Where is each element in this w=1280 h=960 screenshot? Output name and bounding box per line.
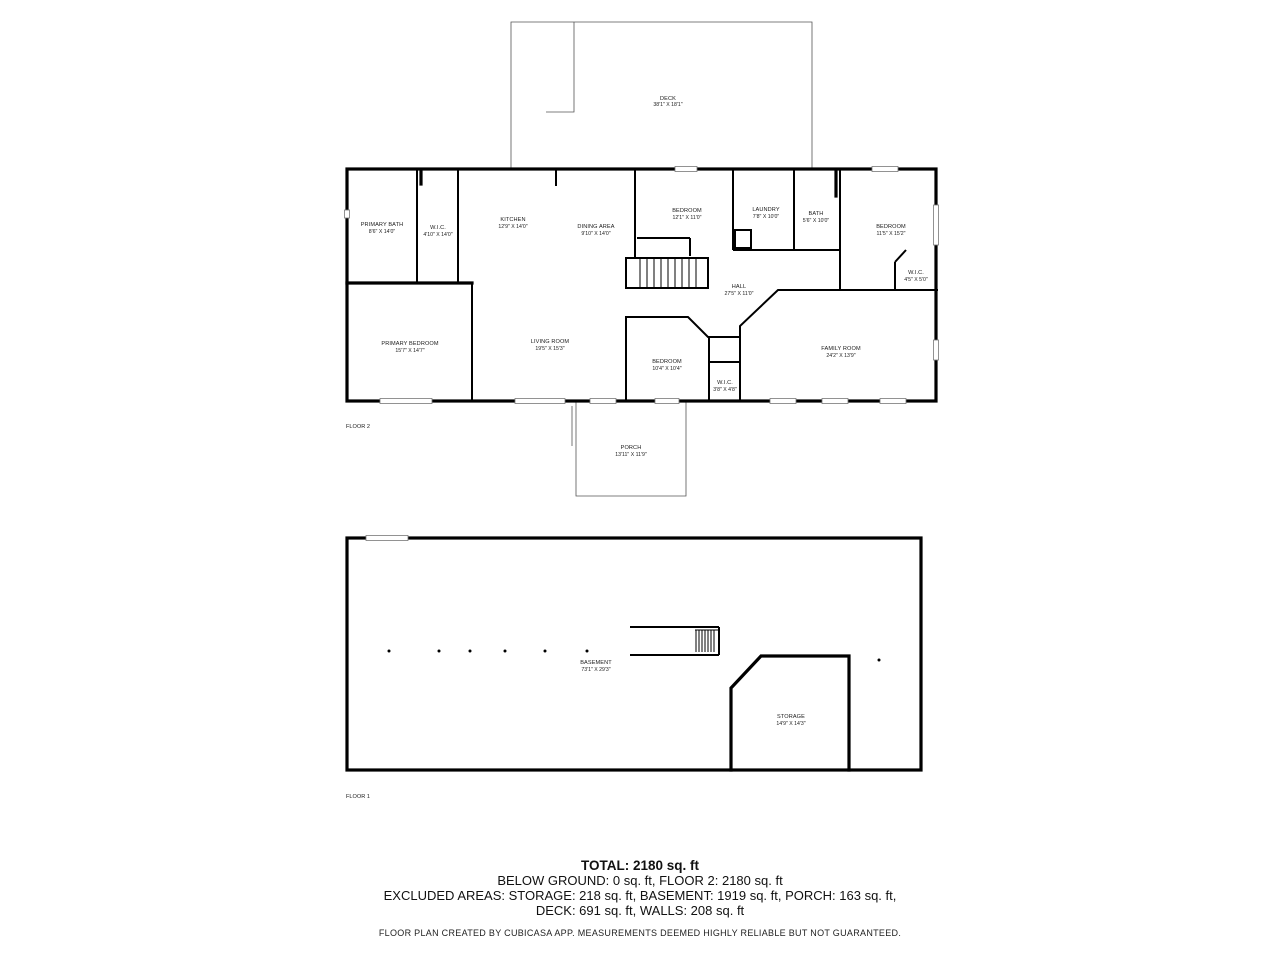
deck-outline <box>510 21 813 168</box>
room-dims: 38'1" X 18'1" <box>653 102 682 108</box>
room-dims: 11'5" X 15'2" <box>877 231 906 237</box>
room-dims: 27'5" X 11'0" <box>725 291 754 297</box>
room-name: PRIMARY BEDROOM <box>381 341 438 347</box>
room-name: BATH <box>809 211 824 217</box>
floor-2-plan: DECK 38'1" X 18'1" PRIMARY BATH 8'6" X 1… <box>344 21 939 497</box>
area-breakdown-line-2: EXCLUDED AREAS: STORAGE: 218 sq. ft, BAS… <box>383 888 897 903</box>
room-name: BEDROOM <box>876 224 906 230</box>
room-name: W.I.C. <box>717 380 733 386</box>
room-name: DINING AREA <box>577 224 614 230</box>
floor-plan-drawing: DECK 38'1" X 18'1" PRIMARY BATH 8'6" X 1… <box>344 21 939 800</box>
room-name: STORAGE <box>777 714 805 720</box>
room-dims: 19'5" X 15'3" <box>535 346 564 352</box>
room-dims: 12'1" X 11'0" <box>673 215 702 221</box>
floor-1-stairs <box>630 626 720 656</box>
room-name: W.I.C. <box>908 270 924 276</box>
floor-2-stair-treads <box>639 258 697 288</box>
room-dims: 9'10" X 14'0" <box>581 231 610 237</box>
room-dims: 3'8" X 4'8" <box>713 387 737 393</box>
room-name: PRIMARY BATH <box>361 222 404 228</box>
room-name: LAUNDRY <box>752 207 779 213</box>
room-dims: 73'1" X 29'3" <box>581 667 610 673</box>
room-name: PORCH <box>621 445 642 451</box>
room-dims: 24'2" X 13'9" <box>826 353 855 359</box>
room-dims: 13'11" X 11'9" <box>615 452 647 458</box>
room-dims: 8'6" X 14'0" <box>369 229 396 235</box>
area-summary: TOTAL: 2180 sq. ft BELOW GROUND: 0 sq. f… <box>0 858 1280 918</box>
room-name: LIVING ROOM <box>531 339 570 345</box>
room-name: DECK <box>660 96 676 102</box>
area-breakdown-line-3: DECK: 691 sq. ft, WALLS: 208 sq. ft <box>535 903 745 918</box>
room-dims: 14'9" X 14'3" <box>776 721 805 727</box>
floor-2-label: FLOOR 2 <box>346 424 370 430</box>
room-name: BASEMENT <box>580 660 612 666</box>
room-dims: 12'9" X 14'0" <box>498 224 527 230</box>
room-name: KITCHEN <box>500 217 525 223</box>
floor-1-room-labels: BASEMENT 73'1" X 29'3" STORAGE 14'9" X 1… <box>580 660 806 727</box>
disclaimer: FLOOR PLAN CREATED BY CUBICASA APP. MEAS… <box>378 928 902 938</box>
floor-2-room-labels: DECK 38'1" X 18'1" PRIMARY BATH 8'6" X 1… <box>361 96 928 458</box>
room-dims: 4'5" X 5'0" <box>904 277 928 283</box>
floor-1-columns <box>387 649 881 662</box>
room-name: BEDROOM <box>672 208 702 214</box>
room-name: W.I.C. <box>430 225 446 231</box>
porch-outline <box>571 402 687 497</box>
floor-1-plan: BASEMENT 73'1" X 29'3" STORAGE 14'9" X 1… <box>345 535 923 800</box>
total-area: TOTAL: 2180 sq. ft <box>580 858 700 873</box>
room-dims: 4'10" X 14'0" <box>423 232 452 238</box>
room-dims: 7'8" X 10'0" <box>753 214 780 220</box>
area-breakdown-line-1: BELOW GROUND: 0 sq. ft, FLOOR 2: 2180 sq… <box>497 873 783 888</box>
floor-2-windows <box>344 166 939 404</box>
room-name: HALL <box>732 284 746 290</box>
floor-2-interior-walls <box>345 168 938 400</box>
room-name: BEDROOM <box>652 359 682 365</box>
floor-2-exterior-walls <box>345 167 938 403</box>
room-dims: 10'4" X 10'4" <box>652 366 681 372</box>
room-name: FAMILY ROOM <box>821 346 861 352</box>
room-dims: 5'6" X 10'0" <box>803 218 830 224</box>
storage-walls <box>729 654 851 772</box>
room-dims: 15'7" X 14'7" <box>395 348 424 354</box>
floor-1-label: FLOOR 1 <box>346 794 370 800</box>
